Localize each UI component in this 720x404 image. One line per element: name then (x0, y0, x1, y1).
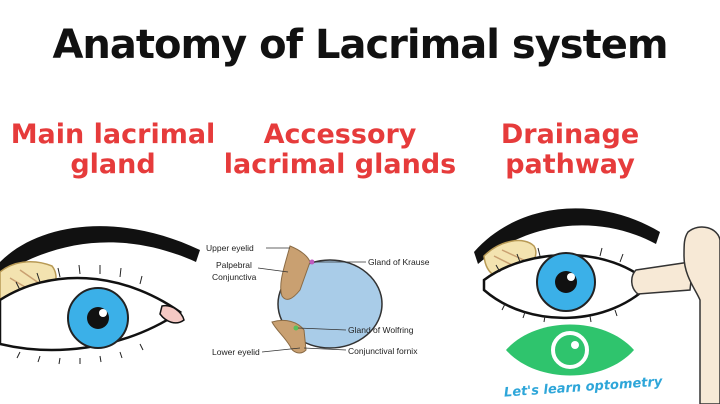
label-gland-krause: Gland of Krause (368, 257, 430, 267)
label-conjunctiva: Conjunctiva (212, 272, 257, 282)
leader-palpebral (257, 267, 289, 273)
leader-fornix (303, 347, 347, 351)
label-conjunctival-fornix: Conjunctival fornix (348, 346, 418, 356)
heading-accessory-line2: lacrimal glands (223, 149, 457, 180)
heading-drainage-pathway: Drainage pathway (470, 120, 670, 180)
brand-eye-ring (551, 331, 589, 369)
gland-of-krause-dot (309, 259, 315, 265)
upper-eyelid-shape (280, 245, 311, 300)
label-lower-eyelid: Lower eyelid (212, 347, 260, 357)
heading-main-line1: Main lacrimal (10, 119, 216, 150)
left-lower-lashes (16, 343, 144, 365)
canaliculus (631, 261, 693, 295)
heading-drainage-line1: Drainage (500, 119, 640, 150)
page-title: Anatomy of Lacrimal system (52, 22, 668, 68)
left-pupil-highlight (99, 309, 107, 317)
label-upper-eyelid: Upper eyelid (206, 243, 254, 253)
right-eye-illustration (474, 208, 720, 404)
heading-main-line2: gland (70, 149, 156, 180)
lacrimal-sac-duct (683, 226, 720, 404)
label-gland-wolfring: Gland of Wolfring (348, 325, 414, 335)
leader-lower-eyelid (261, 347, 301, 353)
brand-text: Let's learn optometry (504, 375, 664, 401)
gland-of-wolfring-dot (293, 325, 299, 331)
brand-logo: Let's learn optometry (504, 324, 664, 401)
right-upper-lashes (495, 247, 624, 273)
leader-wolfring (297, 327, 347, 331)
right-lower-lashes (501, 303, 618, 323)
left-caruncle (159, 304, 185, 324)
left-eye-illustration (0, 226, 200, 365)
heading-main-lacrimal-gland: Main lacrimal gland (0, 120, 226, 180)
brand-eye-icon (506, 324, 634, 376)
heading-accessory-glands: Accessory lacrimal glands (220, 120, 460, 180)
brand-eye-dot (571, 341, 579, 349)
left-eyebrow (0, 226, 200, 276)
right-eyebrow (474, 208, 660, 264)
left-upper-lashes (15, 264, 143, 291)
label-palpebral: Palpebral (216, 260, 252, 270)
eyeball-section (277, 259, 383, 349)
heading-accessory-line1: Accessory (263, 119, 417, 150)
heading-drainage-line2: pathway (505, 149, 635, 180)
right-pupil-highlight (567, 273, 575, 281)
accessory-gland-diagram: Upper eyelid Palpebral Conjunctiva Lower… (206, 243, 430, 357)
